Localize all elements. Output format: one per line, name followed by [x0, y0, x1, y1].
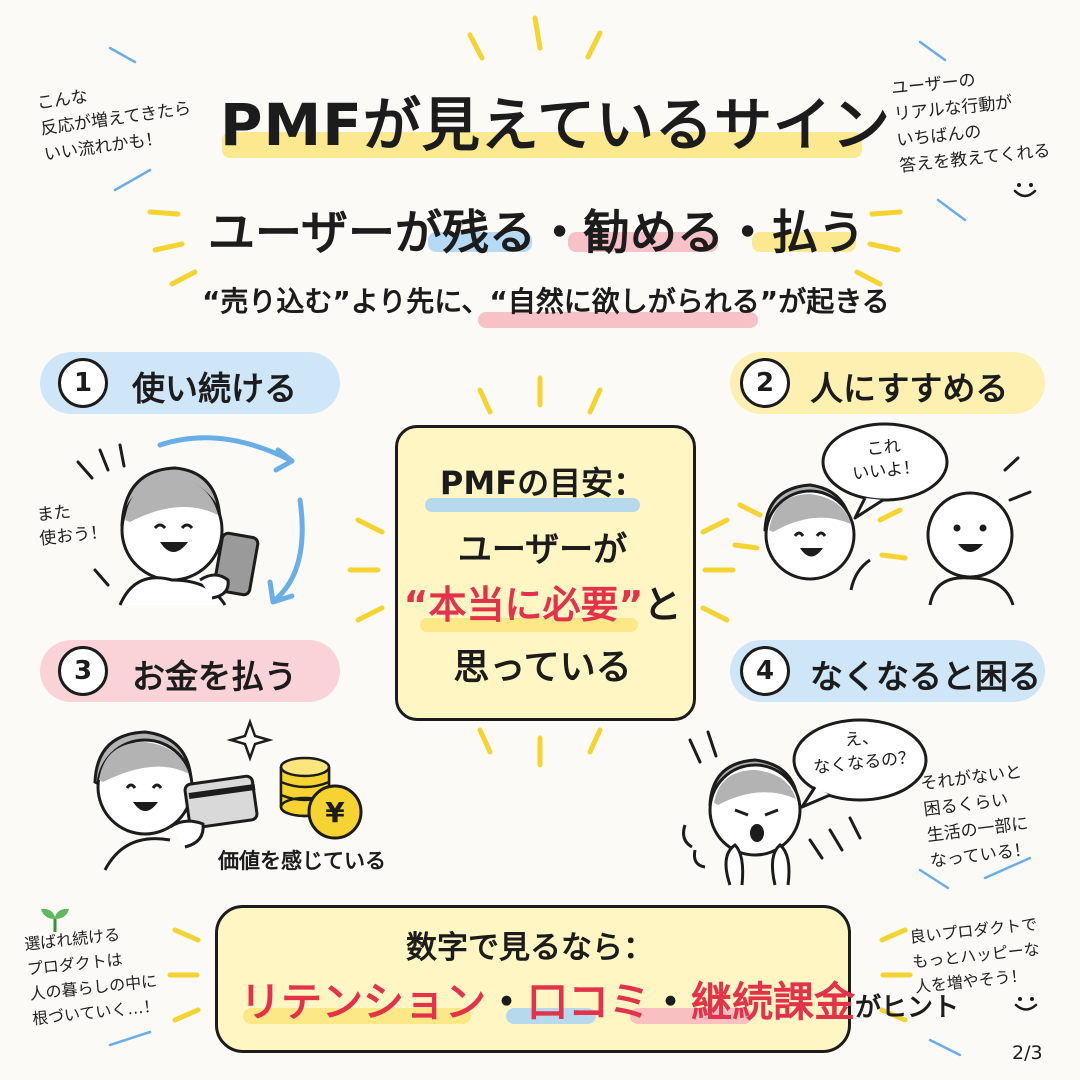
center-line-2: “本当に必要”と — [395, 574, 690, 629]
note-top-right: ユーザーの リアルな行動が いちばんの 答えを教えてくれる — [890, 60, 1052, 179]
metrics-highlight-2 — [506, 1008, 596, 1024]
center-heading-highlight — [425, 498, 640, 512]
speech-bubble — [821, 422, 949, 502]
metric-retention: リテンション — [240, 978, 486, 1026]
subtitle-separator-2: ・ — [724, 206, 772, 261]
speech-section-2: これ いいよ！ — [841, 433, 929, 488]
tagline-highlight — [478, 312, 758, 328]
subtitle-separator-1: ・ — [536, 206, 584, 261]
metrics-suffix: がヒント — [855, 993, 960, 1023]
center-emphasis: “本当に必要” — [403, 583, 644, 627]
subtitle-part-1: ユーザーが — [208, 206, 443, 261]
center-line-2-highlight — [420, 618, 638, 632]
page-title: PMFが見えているサイン — [220, 91, 891, 159]
person-worried-illustration — [682, 718, 928, 886]
note-bottom-left: 選ばれ続ける プロダクトは 人の暮らしの中に 根づいていく…！ — [23, 919, 161, 1032]
metrics-box — [215, 905, 851, 1053]
tagline-post: が起きる — [778, 285, 890, 318]
section-2-label: 人にすすめる — [810, 369, 1009, 408]
title-highlight — [222, 132, 862, 158]
metric-recurring-billing: 継続課金 — [691, 978, 855, 1026]
cycle-arrow-top — [157, 435, 293, 463]
metrics-line: リテンション・口コミ・継続課金がヒント — [240, 968, 959, 1028]
section-1-number: 1 — [58, 358, 108, 408]
sprout-icon — [41, 908, 69, 932]
center-line-2-post: と — [643, 583, 682, 627]
metrics-highlight-3 — [630, 1008, 752, 1024]
section-4-number: 4 — [740, 646, 790, 696]
metrics-highlight-1 — [243, 1008, 471, 1024]
subtitle-part-stay: 残る — [442, 206, 537, 261]
tagline-pre: “売り込む”より先に、 — [202, 285, 490, 318]
subtitle-part-recommend: 勧める — [583, 206, 725, 261]
caption-section-3: 価値を感じている — [218, 849, 386, 873]
section-3-number: 3 — [58, 646, 108, 696]
center-line-3: 思っている — [453, 647, 632, 688]
page-indicator: 2/3 — [1012, 1042, 1043, 1064]
yen-symbol: ¥ — [325, 796, 345, 829]
pmf-criteria-box — [395, 425, 696, 721]
metric-separator-1: ・ — [486, 978, 527, 1026]
metric-word-of-mouth: 口コミ — [527, 978, 650, 1026]
person-using-phone-illustration — [118, 435, 305, 606]
coin-stack-icon — [279, 756, 331, 818]
tagline-highlight-text: “自然に欲しがられる” — [489, 285, 779, 318]
metrics-heading: 数字で見るなら： — [406, 930, 654, 966]
center-heading: PMFの目安： — [439, 464, 646, 502]
subtitle: ユーザーが残る・勧める・払う — [208, 194, 865, 263]
section-2-number: 2 — [740, 358, 790, 408]
subtitle-part-pay: 払う — [771, 206, 866, 261]
subtitle-highlight-yellow — [752, 232, 856, 252]
subtitle-highlight-pink — [568, 232, 718, 252]
smile-icon — [1014, 997, 1038, 1011]
section-1-label: 使い続ける — [132, 369, 297, 408]
cycle-arrow-bottom — [272, 497, 305, 603]
person-paying-illustration: ¥ — [93, 718, 363, 871]
speech-bubble — [792, 718, 928, 802]
metric-separator-2: ・ — [650, 978, 691, 1026]
sparkle-icon — [226, 718, 274, 762]
speech-section-1: また 使おう！ — [36, 497, 109, 552]
people-recommending-illustration — [763, 422, 1015, 606]
yen-coin-icon — [307, 784, 363, 840]
section-3-label: お金を払う — [132, 657, 297, 696]
section-4-label: なくなると困る — [810, 657, 1041, 696]
subtitle-highlight-blue — [428, 232, 532, 252]
smile-icon — [1013, 183, 1037, 198]
side-note-section-4: それがないと 困るくらい 生活の一部に なっている！ — [919, 759, 1033, 875]
tagline: “売り込む”より先に、“自然に欲しがられる”が起きる — [202, 280, 890, 320]
center-line-1: ユーザーが — [457, 530, 628, 570]
